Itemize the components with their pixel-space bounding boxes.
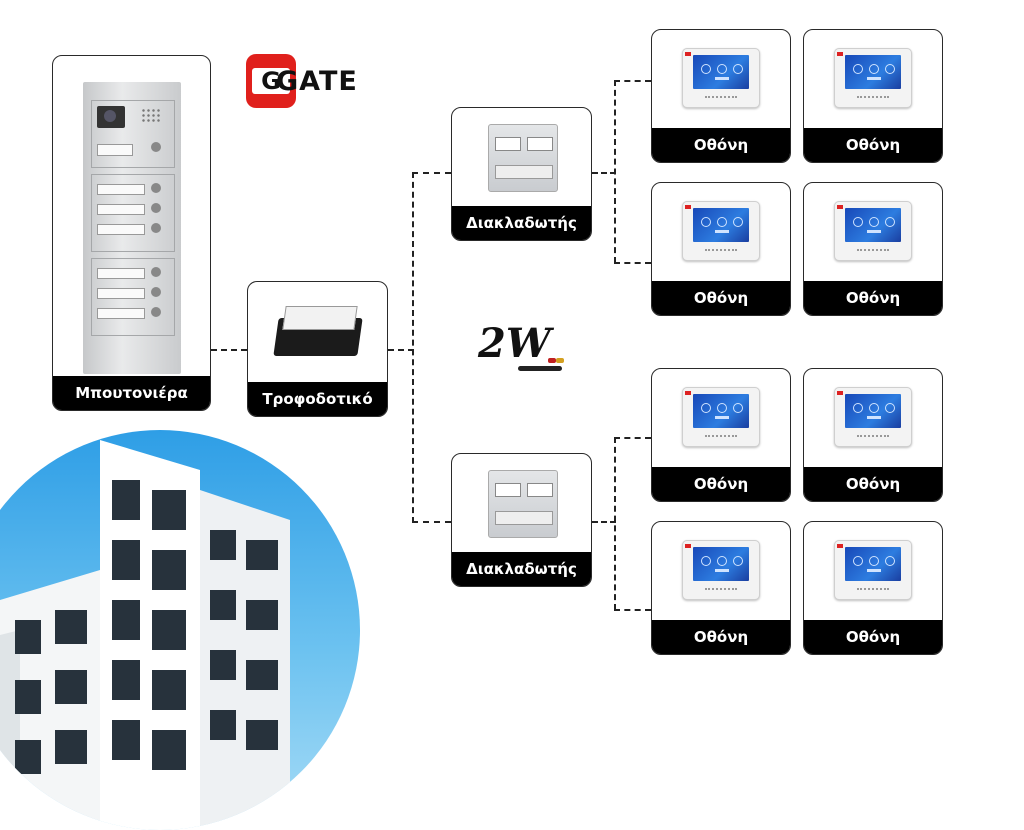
distributor-bottom-image [488, 470, 558, 538]
monitor-image [682, 540, 760, 600]
monitor-label: Οθόνη [804, 281, 942, 315]
monitor-image [682, 387, 760, 447]
monitor-label: Οθόνη [804, 128, 942, 162]
monitor-image [834, 48, 912, 108]
wire-psu-to-bus [388, 349, 414, 351]
monitor-card: Οθόνη [651, 182, 791, 316]
monitor-image [834, 540, 912, 600]
monitor-card: Οθόνη [651, 368, 791, 502]
wire-bus-to-distributor-top [412, 172, 451, 174]
wire-bottom-monitor-bus [614, 437, 616, 610]
doorbell-panel-card: Μπουτονιέρα [52, 55, 211, 411]
monitor-card: Οθόνη [803, 521, 943, 655]
doorbell-panel-image [83, 82, 181, 374]
wire-panel-to-psu [211, 349, 247, 351]
gate-logo-text: GATE [276, 66, 358, 97]
distributor-bottom-label: Διακλαδωτής [452, 552, 591, 586]
monitor-image [682, 201, 760, 261]
monitor-label: Οθόνη [804, 467, 942, 501]
wire-to-monitor-1 [614, 80, 651, 82]
monitor-label: Οθόνη [652, 128, 790, 162]
gate-logo-mark: G [246, 54, 296, 108]
monitor-card: Οθόνη [803, 182, 943, 316]
building-image [0, 430, 360, 830]
distributor-bottom-card: Διακλαδωτής [451, 453, 592, 587]
distributor-top-card: Διακλαδωτής [451, 107, 592, 241]
monitor-image [834, 201, 912, 261]
monitor-card: Οθόνη [651, 521, 791, 655]
wire-to-monitor-5 [614, 437, 651, 439]
distributor-top-label: Διακλαδωτής [452, 206, 591, 240]
monitor-card: Οθόνη [803, 29, 943, 163]
wire-distributor-top-out [592, 172, 616, 174]
wire-to-monitor-3 [614, 262, 651, 264]
monitor-label: Οθόνη [652, 467, 790, 501]
wire-top-monitor-bus [614, 80, 616, 263]
monitor-label: Οθόνη [652, 281, 790, 315]
wire-bus-to-distributor-bottom [412, 521, 451, 523]
wire-main-bus [412, 172, 414, 523]
monitor-card: Οθόνη [651, 29, 791, 163]
distributor-top-image [488, 124, 558, 192]
monitor-image [682, 48, 760, 108]
power-supply-label: Τροφοδοτικό [248, 382, 387, 416]
monitor-label: Οθόνη [804, 620, 942, 654]
monitor-label: Οθόνη [652, 620, 790, 654]
power-supply-card: Τροφοδοτικό [247, 281, 388, 417]
two-wire-icon: 2W [478, 320, 568, 376]
power-supply-image [273, 304, 363, 358]
gate-logo: G GATE [246, 54, 366, 110]
building-graphic [0, 440, 290, 830]
wire-to-monitor-7 [614, 609, 651, 611]
wire-distributor-bottom-out [592, 521, 616, 523]
monitor-image [834, 387, 912, 447]
monitor-card: Οθόνη [803, 368, 943, 502]
doorbell-panel-label: Μπουτονιέρα [53, 376, 210, 410]
